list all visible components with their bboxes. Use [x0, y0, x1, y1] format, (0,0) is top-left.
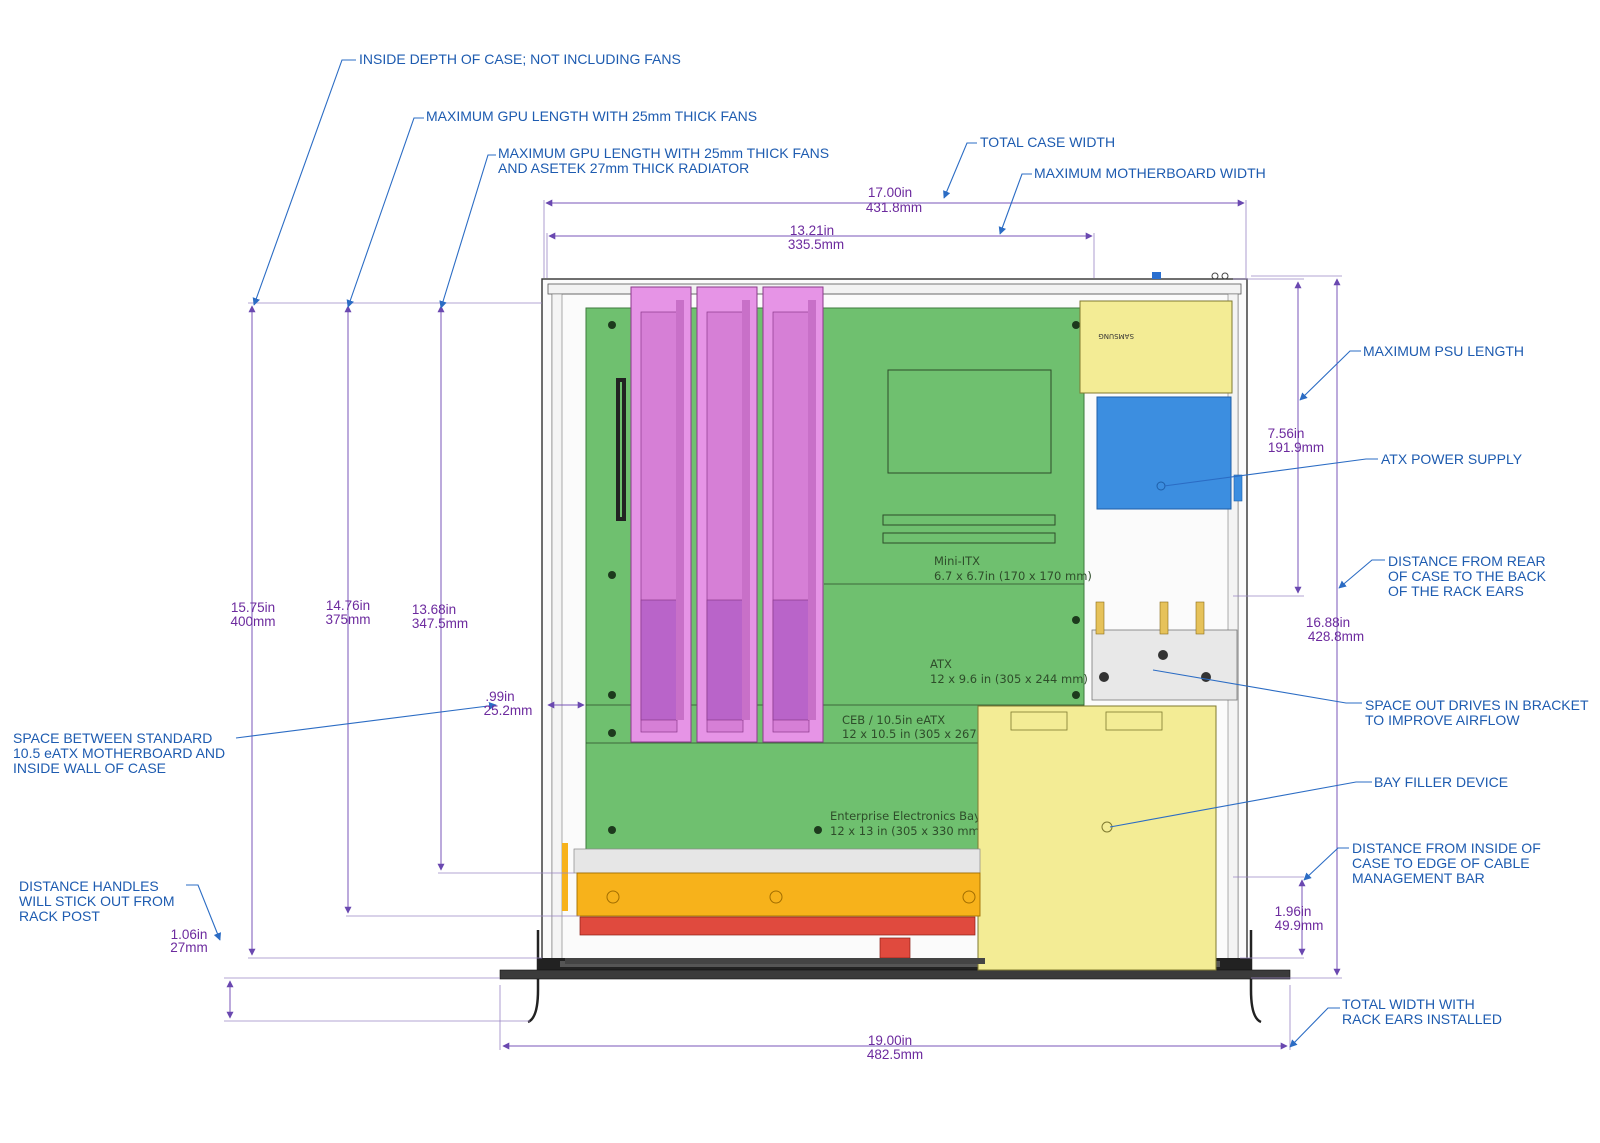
dim-handles-in: 1.06in [171, 927, 208, 942]
callout-rear-ears-3: OF THE RACK EARS [1388, 583, 1524, 599]
gpu-card [696, 286, 758, 743]
dim-gpu25-mm: 375mm [325, 612, 370, 627]
dim-ears-depth-mm: 428.8mm [1308, 629, 1364, 644]
callout-total-case-width: TOTAL CASE WIDTH [980, 134, 1115, 150]
atx-label: ATX [930, 657, 952, 671]
callout-total-width-1: TOTAL WIDTH WITH [1342, 996, 1475, 1012]
dim-psu-in: 7.56in [1268, 426, 1305, 441]
dim-mb-width-mm: 335.5mm [788, 237, 844, 252]
fans [565, 916, 985, 964]
leader-lines [186, 59, 1385, 1048]
bay-filler-device [977, 705, 1217, 971]
dim-gpurad-in: 13.68in [412, 602, 456, 617]
dim-cable-mm: 49.9mm [1275, 918, 1324, 933]
ceb-label: CEB / 10.5in eATX [842, 713, 945, 727]
ssd-brand: SAMSUNG [1098, 332, 1134, 340]
dimm-slot [882, 514, 1056, 526]
callout-gpu-25mm: MAXIMUM GPU LENGTH WITH 25mm THICK FANS [426, 108, 757, 124]
callout-cable-bar-2: CASE TO EDGE OF CABLE [1352, 855, 1530, 871]
eeb-size: 12 x 13 in (305 x 330 mm) [830, 824, 984, 838]
callout-cable-bar-3: MANAGEMENT BAR [1352, 870, 1485, 886]
mini-itx-size: 6.7 x 6.7in (170 x 170 mm) [934, 569, 1092, 583]
fan-bar [562, 843, 981, 917]
callout-max-psu-length: MAXIMUM PSU LENGTH [1363, 343, 1524, 359]
cpu-socket [887, 369, 1052, 474]
atx-size: 12 x 9.6 in (305 x 244 mm) [930, 672, 1088, 686]
callout-space-drives-1: SPACE OUT DRIVES IN BRACKET [1365, 697, 1589, 713]
callout-rear-ears-1: DISTANCE FROM REAR [1388, 553, 1546, 569]
callout-gpu-radiator-1: MAXIMUM GPU LENGTH WITH 25mm THICK FANS [498, 145, 829, 161]
callout-cable-bar-1: DISTANCE FROM INSIDE OF [1352, 840, 1541, 856]
callout-handles-3: RACK POST [19, 908, 100, 924]
callout-space-eatx-1: SPACE BETWEEN STANDARD [13, 730, 212, 746]
dim-ears-depth-in: 16.88in [1306, 615, 1350, 630]
ssd: SAMSUNG [1079, 300, 1233, 394]
callout-space-eatx-2: 10.5 eATX MOTHERBOARD AND [13, 745, 225, 761]
ceb-size: 12 x 10.5 in (305 x 267 mm) [842, 727, 1007, 741]
dim-depth-mm: 400mm [230, 614, 275, 629]
dim-gap-in: .99in [485, 689, 514, 704]
dimension-values: 17.00in 431.8mm 13.21in 335.5mm 15.75in … [170, 185, 1364, 1062]
callout-total-width-2: RACK EARS INSTALLED [1342, 1011, 1502, 1027]
mini-itx-label: Mini-ITX [934, 554, 980, 568]
dim-gap-mm: 25.2mm [484, 703, 533, 718]
callout-space-drives-2: TO IMPROVE AIRFLOW [1365, 712, 1520, 728]
dim-cable-in: 1.96in [1275, 904, 1312, 919]
callout-max-mb-width: MAXIMUM MOTHERBOARD WIDTH [1034, 165, 1266, 181]
dim-mb-width-in: 13.21in [790, 223, 834, 238]
callout-rear-ears-2: OF CASE TO THE BACK [1388, 568, 1547, 584]
drive-bracket [1091, 601, 1238, 701]
gpu-card [630, 286, 692, 743]
dim-psu-mm: 191.9mm [1268, 440, 1324, 455]
gpu-card [762, 286, 824, 743]
dim-gpu25-in: 14.76in [326, 598, 370, 613]
dim-depth-in: 15.75in [231, 600, 275, 615]
atx-power-supply [1096, 396, 1232, 510]
dimension-lines [224, 199, 1342, 1050]
callout-handles-2: WILL STICK OUT FROM [19, 893, 175, 909]
callouts: INSIDE DEPTH OF CASE; NOT INCLUDING FANS… [13, 51, 1589, 1027]
dim-handles-mm: 27mm [170, 940, 208, 955]
dim-case-width-mm: 431.8mm [866, 200, 922, 215]
dim-gpurad-mm: 347.5mm [412, 616, 468, 631]
callout-bay-filler: BAY FILLER DEVICE [1374, 774, 1508, 790]
eeb-label: Enterprise Electronics Bay (E [830, 809, 996, 823]
callout-space-eatx-3: INSIDE WALL OF CASE [13, 760, 166, 776]
callout-handles-1: DISTANCE HANDLES [19, 878, 159, 894]
dim-total-width-mm: 482.5mm [867, 1047, 923, 1062]
dim-case-width-in: 17.00in [868, 185, 912, 200]
callout-atx-psu: ATX POWER SUPPLY [1381, 451, 1523, 467]
gpu-group [630, 286, 824, 743]
callout-gpu-radiator-2: AND ASETEK 27mm THICK RADIATOR [498, 160, 749, 176]
dimm-slot [882, 532, 1056, 544]
dim-total-width-in: 19.00in [868, 1033, 912, 1048]
callout-inside-depth: INSIDE DEPTH OF CASE; NOT INCLUDING FANS [359, 51, 681, 67]
